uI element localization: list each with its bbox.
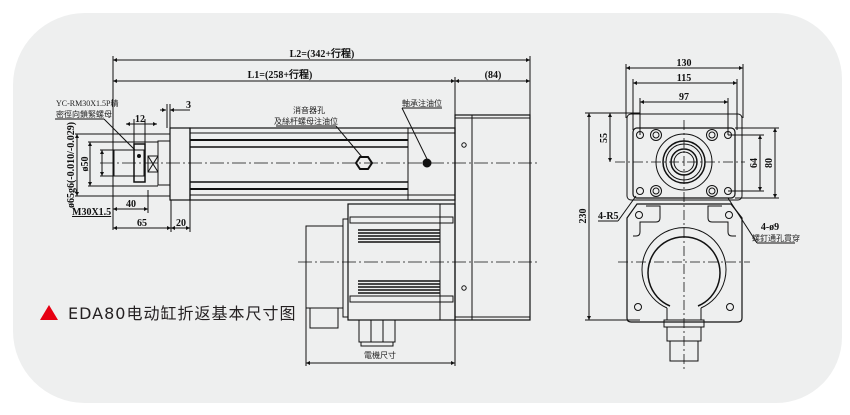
d20-label: 20 (176, 218, 186, 229)
motor-front (626, 203, 743, 323)
motor-connector (358, 319, 396, 343)
d40-label: 40 (126, 199, 136, 210)
thread-label: M30X1.5 (72, 207, 111, 218)
encoder-cap (305, 225, 344, 309)
d12-label: 12 (135, 114, 145, 125)
side-view (55, 56, 540, 366)
nut-note-line2: 密徑向鎖緊螺母 (56, 109, 112, 119)
d55-label: 55 (599, 133, 610, 143)
figure-caption: EDA80电动缸折返基本尺寸图 (40, 300, 296, 324)
d130-label: 130 (677, 58, 692, 69)
flange-holes (636, 129, 732, 197)
bearing-oil-port-icon (422, 158, 432, 168)
nut-hole (137, 154, 141, 158)
d64-label: 64 (749, 158, 760, 168)
nut-note-line1: YC-RM30X1.5P精 (56, 98, 118, 108)
l2-label: L2=(342+行程) (290, 47, 355, 60)
drawing-card (13, 13, 842, 403)
vent-note-line2: 及絲杆螺母注油位 (274, 116, 338, 126)
bearing-note: 軸承注油位 (402, 98, 442, 108)
l1-label: L1=(258+行程) (248, 68, 313, 81)
motor-dimension-label: 電機尺寸 (364, 350, 396, 360)
holes-note: 螺釘通孔貫穿 (752, 233, 800, 243)
d50-label: ø50 (80, 157, 91, 172)
motor-flange (342, 218, 349, 318)
d230-label: 230 (578, 209, 589, 224)
d3-label: 3 (186, 100, 191, 111)
housing-screw (461, 142, 467, 148)
d65-label: 65 (137, 218, 147, 229)
red-triangle-icon (40, 304, 58, 320)
front-flange (169, 127, 191, 201)
r5-label: 4-R5 (598, 211, 619, 222)
d65g6-label: ø65g6(-0.010/-0.029) (66, 122, 77, 208)
front-view (585, 64, 795, 370)
caption-text: EDA80电动缸折返基本尺寸图 (68, 304, 297, 323)
d84-label: (84) (485, 70, 502, 81)
vent-note-line1: 消音器孔 (293, 105, 325, 115)
d97-label: 97 (679, 92, 689, 103)
housing-screw (461, 285, 467, 291)
housing-front (626, 113, 743, 201)
motor-ring-outer (641, 227, 727, 309)
d115-label: 115 (677, 73, 691, 84)
d80-label: 80 (764, 158, 775, 168)
holes-label: 4-ø9 (761, 222, 779, 233)
